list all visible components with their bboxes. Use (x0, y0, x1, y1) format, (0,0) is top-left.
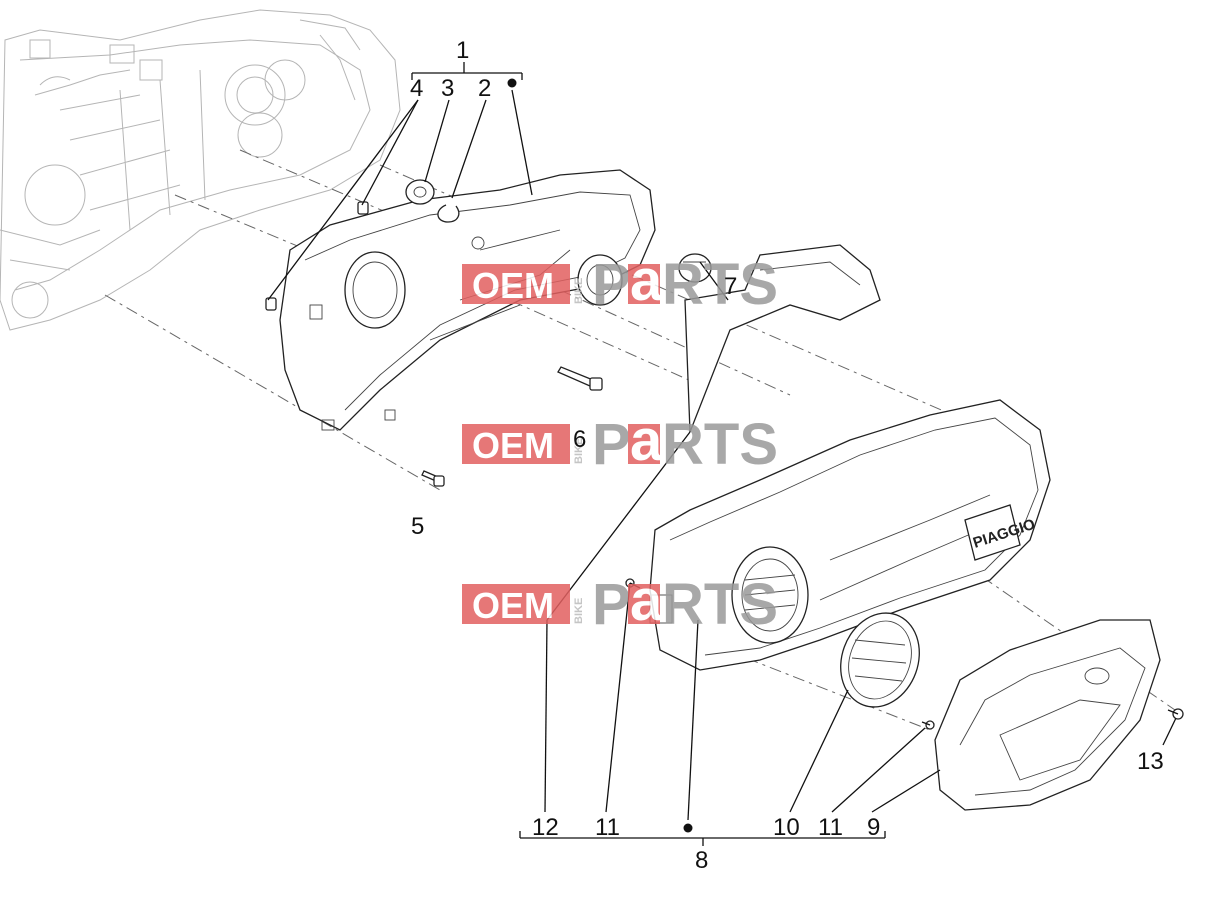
filter-sponge (684, 244, 881, 433)
watermark-2: OEM BIKE P a RTS (462, 408, 778, 477)
cover-cap (934, 619, 1161, 811)
svg-text:a: a (630, 568, 663, 633)
svg-text:P: P (592, 252, 631, 317)
callout-1: 1 (456, 37, 469, 64)
rubber-plug (678, 253, 712, 283)
callout-10: 10 (773, 814, 800, 841)
bullet-dot (683, 823, 693, 833)
bearing (405, 179, 435, 205)
svg-text:RTS: RTS (662, 572, 778, 637)
svg-text:BIKE: BIKE (573, 598, 585, 624)
callout-12: 12 (532, 814, 559, 841)
svg-text:RTS: RTS (662, 252, 778, 317)
engine-crankcase-ghost (0, 9, 401, 331)
watermark-1: OEM BIKE P a RTS (462, 248, 778, 317)
svg-text:OEM: OEM (472, 265, 554, 306)
callout-2: 2 (478, 75, 491, 102)
callout-7: 7 (724, 273, 737, 300)
callout-8: 8 (695, 847, 708, 874)
bolt-6 (557, 366, 603, 391)
svg-text:OEM: OEM (472, 425, 554, 466)
svg-text:BIKE: BIKE (573, 278, 585, 304)
callout-11-left: 11 (595, 814, 620, 841)
callout-4: 4 (410, 75, 423, 102)
callout-3: 3 (441, 75, 454, 102)
svg-text:P: P (592, 572, 631, 637)
callout-9: 9 (867, 814, 880, 841)
watermark-3: OEM BIKE P a RTS (462, 568, 778, 637)
callout-11-right: 11 (818, 814, 843, 841)
callout-13: 13 (1137, 748, 1164, 775)
svg-text:a: a (630, 408, 663, 473)
callout-5: 5 (411, 513, 424, 540)
callout-labels: 1 4 3 2 7 6 5 12 11 10 11 9 8 13 (410, 37, 1164, 874)
svg-text:a: a (630, 248, 663, 313)
outer-transmission-cover: PIAGGIO (649, 399, 1051, 671)
svg-text:OEM: OEM (472, 585, 554, 626)
bullet-dot (507, 78, 517, 88)
svg-text:P: P (592, 412, 631, 477)
circlip (437, 204, 460, 223)
callout-6: 6 (573, 426, 586, 453)
svg-text:RTS: RTS (662, 412, 778, 477)
svg-text:BIKE: BIKE (573, 438, 585, 464)
leader-lines (267, 62, 1177, 846)
bolt-5 (421, 470, 445, 487)
cooling-grille (840, 612, 920, 708)
